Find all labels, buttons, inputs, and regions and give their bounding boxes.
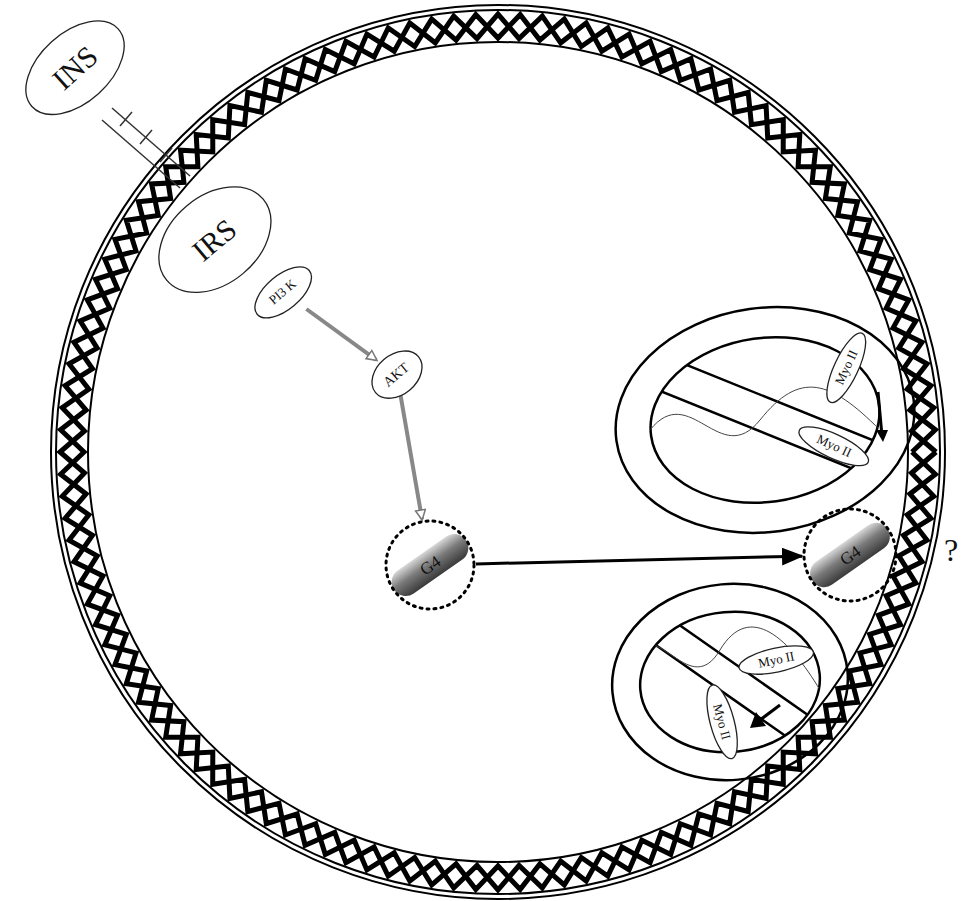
actin-zigzag [60, 15, 936, 890]
oval-outline [794, 419, 873, 473]
glut4-cylinder [386, 528, 474, 601]
actin-band [60, 14, 936, 890]
pi3k-oval: PI3 K [254, 266, 312, 319]
oval-outline [736, 640, 815, 679]
myosin-oval: Myo II [826, 332, 867, 404]
contractile-ring [604, 574, 856, 790]
irs-oval: IRS [158, 186, 272, 293]
oval-outline [701, 682, 744, 762]
question-mark: ? [944, 532, 958, 569]
myosin-oval: Myo II [798, 426, 870, 467]
oval-outline [8, 3, 141, 133]
signal-arrow [306, 309, 376, 360]
membrane-outline [51, 5, 945, 899]
signal-arrow [400, 395, 422, 519]
membrane-outline [88, 42, 908, 862]
contractile-ring [601, 288, 929, 552]
myosin-oval: Myo II [706, 684, 738, 760]
insulin-oval: INS [25, 20, 125, 115]
glut4-vesicle: G4 [384, 519, 476, 611]
glut4-vesicle: G4 [802, 507, 898, 603]
oval-outline [363, 342, 432, 409]
vesicle-outline [386, 521, 474, 609]
receptor-symbol [102, 108, 190, 188]
membrane-outline [56, 10, 940, 894]
myosin-oval: Myo II [738, 645, 814, 675]
translocation-arrow [476, 556, 802, 564]
oval-outline [819, 328, 873, 407]
akt-oval: AKT [371, 350, 423, 399]
vesicle-outline [804, 509, 896, 601]
oval-outline [246, 257, 320, 327]
glut4-cylinder [805, 517, 896, 592]
actin-zigzag [61, 14, 936, 890]
